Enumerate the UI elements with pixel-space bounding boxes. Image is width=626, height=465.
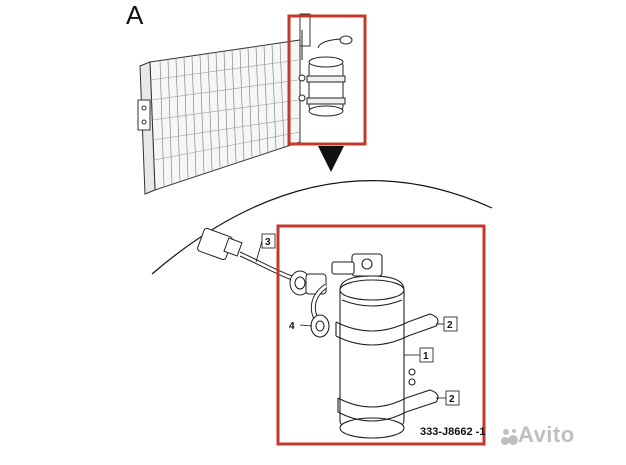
condenser [137,13,311,195]
mounting-strap-upper [335,313,439,346]
avito-logo-icon [501,429,518,445]
leader-line-3 [255,240,263,263]
callout-1: 1 [423,351,429,362]
mounting-strap-lower [337,368,439,422]
receiver-drier-small [298,30,353,117]
highlight-box-bottom [276,224,486,446]
receiver-drier-large [310,253,405,439]
callout-4: 4 [289,321,295,332]
diagram-code: 333-J8662 -1 [420,426,486,438]
highlight-box-top [287,14,367,146]
panel-letter: A [126,0,144,30]
watermark: Avito [518,422,575,447]
callout-3: 3 [265,237,271,248]
callout-2-upper: 2 [447,320,453,331]
callout-box-2b [445,390,460,406]
callout-box-2a [443,316,458,332]
detail-arc [151,179,493,275]
callout-2-lower: 2 [449,394,455,405]
pressure-switch-connector [197,227,293,281]
zoom-pointer [318,146,344,172]
callout-box-1 [419,347,434,363]
callout-box-3 [261,233,276,249]
leader-line-4 [299,324,313,327]
